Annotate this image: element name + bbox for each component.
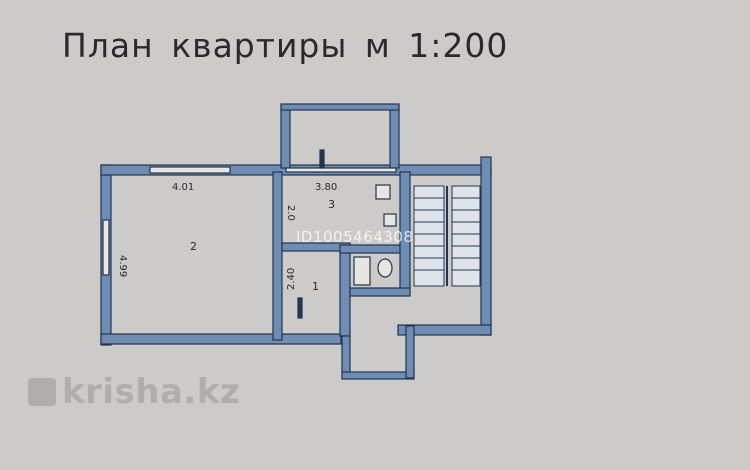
krisha-logo-icon bbox=[28, 378, 56, 406]
dim-room2-top: 4.01 bbox=[172, 182, 194, 193]
wall-east bbox=[480, 156, 492, 336]
krisha-watermark: krisha.kz bbox=[28, 372, 240, 412]
wall-south-stair bbox=[397, 324, 492, 336]
dim-room3-top: 3.80 bbox=[315, 182, 337, 193]
room-label-1: 1 bbox=[312, 280, 319, 293]
dim-room3-left: 2.0 bbox=[285, 205, 296, 221]
balcony-wall-left bbox=[280, 105, 291, 169]
dim-room2-left: 4.99 bbox=[117, 255, 128, 277]
sink-icon bbox=[383, 213, 397, 227]
dim-room1-left: 2.40 bbox=[286, 268, 297, 290]
watermark-text: krisha.kz bbox=[62, 372, 241, 412]
room-label-2: 2 bbox=[190, 240, 197, 253]
plan-title: План квартиры м 1:200 bbox=[62, 26, 509, 65]
balcony-wall-right bbox=[389, 105, 400, 169]
wall-room2-divider bbox=[272, 171, 283, 341]
door-balcony bbox=[319, 149, 325, 169]
balcony-wall-top bbox=[280, 103, 400, 111]
wall-room1-east bbox=[339, 249, 351, 337]
window-room2 bbox=[149, 166, 231, 174]
window-balcony bbox=[285, 167, 397, 173]
window-west bbox=[102, 219, 110, 276]
toilet-icon bbox=[377, 258, 393, 278]
wall-hall-south bbox=[341, 371, 415, 380]
room-label-3: 3 bbox=[328, 198, 335, 211]
wall-hall-east bbox=[405, 325, 415, 379]
listing-id-watermark: ID1005464308 bbox=[296, 228, 414, 246]
stairs bbox=[413, 185, 481, 287]
door-room1 bbox=[297, 297, 303, 319]
wall-bath-bottom bbox=[349, 287, 411, 297]
wall-south-room2 bbox=[100, 333, 342, 345]
bath-icon bbox=[353, 256, 371, 286]
stove-icon bbox=[375, 184, 391, 200]
